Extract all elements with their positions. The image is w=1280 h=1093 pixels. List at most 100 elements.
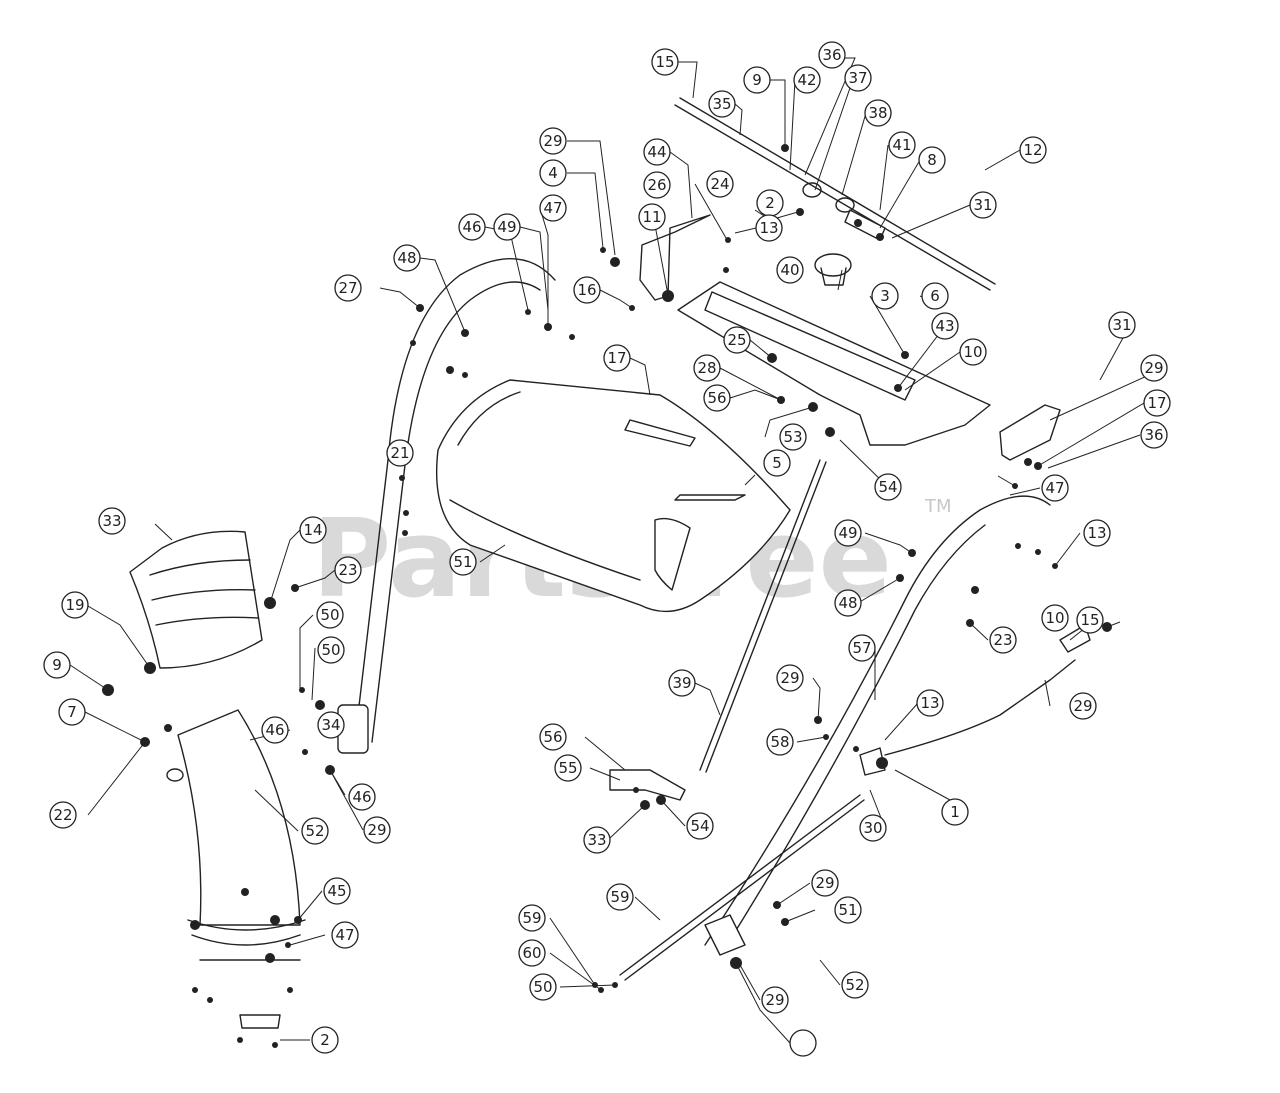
callout[interactable]: 51	[449, 548, 477, 576]
callout[interactable]: 50	[316, 601, 344, 629]
callout[interactable]: 15	[651, 48, 679, 76]
callout[interactable]: 38	[864, 99, 892, 127]
callout[interactable]: 47	[331, 921, 359, 949]
callout[interactable]: 49	[834, 519, 862, 547]
callout[interactable]: 33	[583, 826, 611, 854]
callout[interactable]: 46	[458, 213, 486, 241]
callout[interactable]: 10	[1041, 604, 1069, 632]
callout[interactable]: 14	[299, 516, 327, 544]
callout[interactable]: 10	[959, 338, 987, 366]
callout[interactable]: 54	[874, 473, 902, 501]
callout[interactable]: 30	[859, 814, 887, 842]
callout[interactable]: 52	[841, 971, 869, 999]
callout[interactable]: 19	[61, 591, 89, 619]
callout[interactable]: 50	[317, 636, 345, 664]
svg-text:50: 50	[321, 641, 340, 659]
callout[interactable]: 29	[363, 816, 391, 844]
callout[interactable]: 17	[603, 344, 631, 372]
svg-text:19: 19	[65, 596, 84, 614]
callout[interactable]: 56	[703, 384, 731, 412]
callout[interactable]: 8	[918, 146, 946, 174]
callout[interactable]: 22	[49, 801, 77, 829]
callout[interactable]: 57	[848, 634, 876, 662]
callout[interactable]: 60	[518, 939, 546, 967]
callout[interactable]: 2	[311, 1026, 339, 1054]
callout[interactable]: 59	[518, 904, 546, 932]
callout[interactable]: 25	[723, 326, 751, 354]
callout[interactable]: 29	[811, 869, 839, 897]
callout[interactable]: 29	[761, 986, 789, 1014]
callout[interactable]: 1	[941, 798, 969, 826]
callout[interactable]: 21	[386, 439, 414, 467]
callout[interactable]: 39	[668, 669, 696, 697]
callout[interactable]: 35	[708, 90, 736, 118]
callout[interactable]: 28	[693, 354, 721, 382]
callout[interactable]: 54	[686, 812, 714, 840]
callout[interactable]: 13	[755, 214, 783, 242]
callout[interactable]: 50	[529, 973, 557, 1001]
callout[interactable]: 46	[348, 783, 376, 811]
callout[interactable]: 44	[643, 138, 671, 166]
svg-text:13: 13	[1087, 524, 1106, 542]
callout[interactable]: 51	[834, 896, 862, 924]
callout[interactable]: 41	[888, 131, 916, 159]
callout[interactable]: 24	[706, 170, 734, 198]
callout[interactable]: 13	[1083, 519, 1111, 547]
callout[interactable]: 16	[573, 276, 601, 304]
callout[interactable]: 4	[539, 159, 567, 187]
callout[interactable]: 12	[1019, 136, 1047, 164]
callout[interactable]: 31	[969, 191, 997, 219]
callout[interactable]: 23	[334, 556, 362, 584]
callout[interactable]: 48	[393, 244, 421, 272]
svg-text:4: 4	[548, 164, 558, 182]
callout[interactable]: 29	[1069, 692, 1097, 720]
right-handle-bracket	[999, 404, 1061, 461]
callout[interactable]	[789, 1029, 817, 1057]
callout[interactable]: 2	[756, 189, 784, 217]
callout[interactable]: 23	[989, 626, 1017, 654]
callout[interactable]: 27	[334, 274, 362, 302]
callout[interactable]: 9	[43, 651, 71, 679]
callout[interactable]: 6	[921, 282, 949, 310]
callout[interactable]: 7	[58, 698, 86, 726]
callout[interactable]: 37	[844, 64, 872, 92]
callout[interactable]: 47	[539, 194, 567, 222]
callout[interactable]: 43	[931, 312, 959, 340]
callout[interactable]: 49	[493, 213, 521, 241]
callout[interactable]: 3	[871, 282, 899, 310]
callout[interactable]: 47	[1041, 474, 1069, 502]
svg-text:23: 23	[993, 631, 1012, 649]
callout[interactable]: 9	[743, 66, 771, 94]
callout[interactable]: 33	[98, 507, 126, 535]
engine-shroud	[435, 379, 791, 613]
callout[interactable]: 5	[763, 449, 791, 477]
callout[interactable]: 40	[776, 256, 804, 284]
leader-lines	[69, 57, 1161, 1044]
callout[interactable]: 45	[323, 877, 351, 905]
callout[interactable]: 59	[606, 883, 634, 911]
callout[interactable]: 53	[779, 423, 807, 451]
callout[interactable]: 29	[776, 664, 804, 692]
callout[interactable]: 36	[818, 41, 846, 69]
callout[interactable]: 26	[643, 171, 671, 199]
callout[interactable]: 29	[539, 127, 567, 155]
callout[interactable]: 17	[1143, 389, 1171, 417]
callout[interactable]: 56	[539, 723, 567, 751]
callout[interactable]: 46	[261, 716, 289, 744]
callout[interactable]: 11	[638, 203, 666, 231]
callout[interactable]: 31	[1108, 311, 1136, 339]
callout[interactable]: 36	[1140, 421, 1168, 449]
callout[interactable]: 13	[916, 689, 944, 717]
callout[interactable]: 42	[793, 66, 821, 94]
callout[interactable]: 29	[1140, 354, 1168, 382]
svg-text:30: 30	[863, 819, 882, 837]
callout[interactable]: 15	[1076, 606, 1104, 634]
callout[interactable]: 34	[317, 711, 345, 739]
callout[interactable]: 55	[554, 754, 582, 782]
svg-text:9: 9	[752, 71, 762, 89]
callout[interactable]: 52	[301, 817, 329, 845]
chute-tube	[177, 709, 301, 926]
svg-text:52: 52	[305, 822, 324, 840]
callout[interactable]: 48	[834, 589, 862, 617]
callout[interactable]: 58	[766, 728, 794, 756]
